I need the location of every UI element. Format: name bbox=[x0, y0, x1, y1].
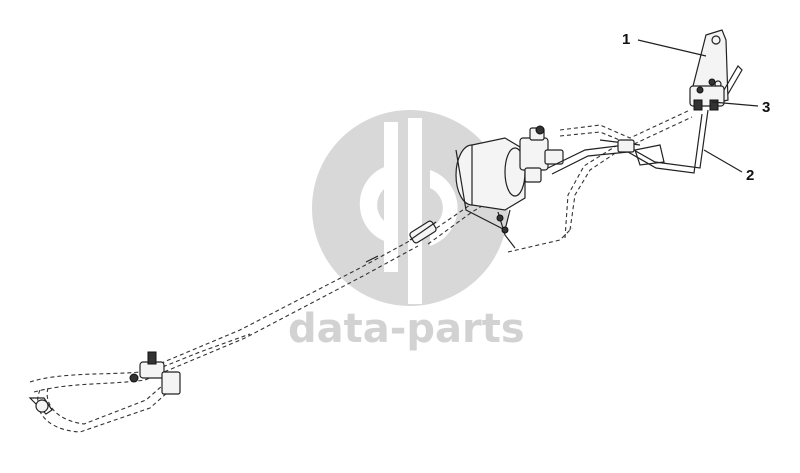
watermark-logo bbox=[312, 110, 508, 306]
rigid-pipe-part-2 bbox=[547, 109, 709, 175]
callout-number-3: 3 bbox=[762, 99, 770, 116]
watermark-slot-right bbox=[408, 118, 422, 304]
callout-1: 1 bbox=[622, 31, 707, 57]
watermark-text: data-parts bbox=[288, 306, 525, 352]
watermark-slot-left bbox=[384, 122, 398, 272]
callout-3: 3 bbox=[711, 99, 770, 116]
rear-tee-fitting bbox=[129, 351, 181, 395]
brake-pipe-upper bbox=[507, 109, 693, 253]
callout-2: 2 bbox=[703, 149, 754, 184]
callout-number-2: 2 bbox=[746, 167, 754, 184]
watermark-inner-arc bbox=[359, 165, 390, 243]
inline-connector bbox=[365, 220, 437, 263]
brake-booster-assembly bbox=[455, 125, 564, 249]
left-end-coupling bbox=[28, 397, 53, 415]
callout-number-1: 1 bbox=[622, 31, 630, 48]
valve-block-part-3 bbox=[689, 65, 743, 111]
